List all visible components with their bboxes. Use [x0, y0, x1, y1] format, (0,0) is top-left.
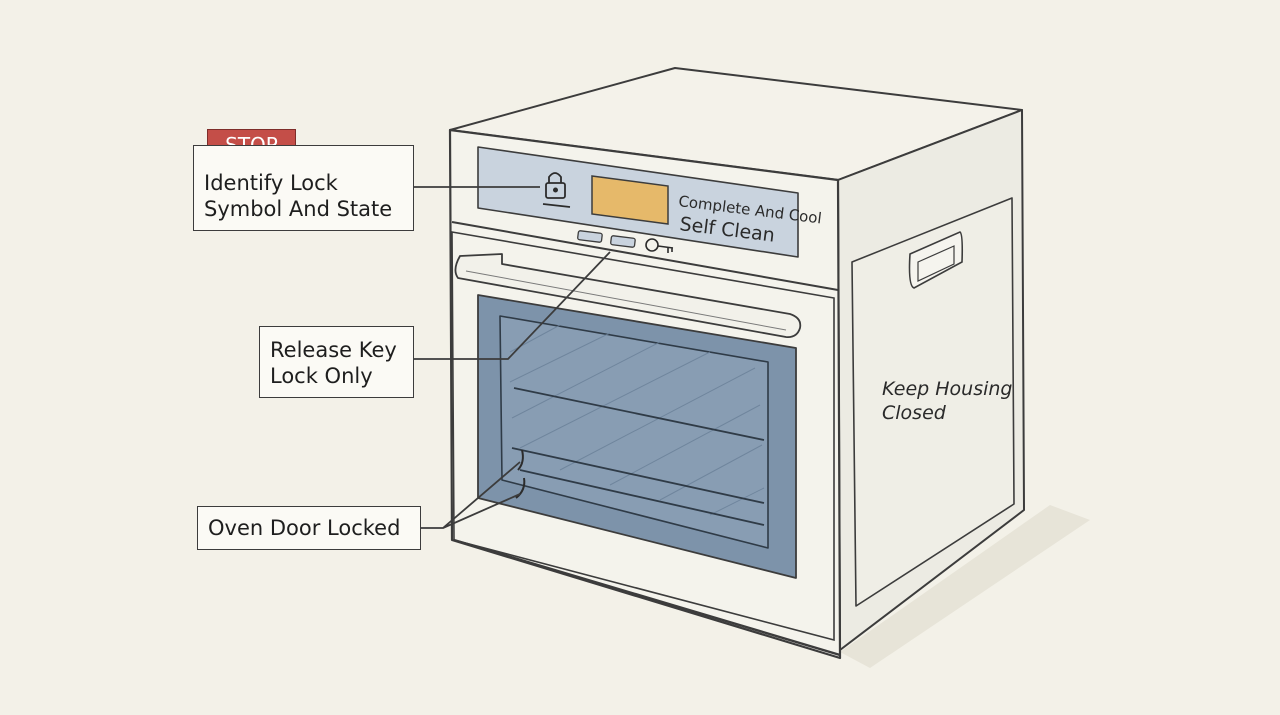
- handle-underline: [465, 270, 787, 331]
- callout-lock-symbol-line2: Symbol And State: [204, 197, 393, 221]
- side-handle: [908, 231, 964, 289]
- glass-hatching: [509, 324, 765, 516]
- door-latch: [515, 449, 526, 499]
- callout-release-key-line1: Release Key: [270, 338, 397, 362]
- callout-door-locked-text: Oven Door Locked: [208, 516, 401, 540]
- control-button-left: [577, 230, 603, 243]
- leader-line-release-key: [414, 251, 611, 360]
- callout-lock-symbol-line1: Identify Lock: [204, 171, 338, 195]
- side-note-line1: Keep Housing: [882, 378, 1013, 400]
- callout-release-key-line2: Lock Only: [270, 364, 373, 388]
- display-screen: [591, 175, 669, 225]
- floor-shadow: [840, 505, 1090, 668]
- side-handle-inner: [917, 245, 955, 282]
- callout-door-locked: Oven Door Locked: [197, 506, 421, 550]
- oven-base: [453, 538, 841, 657]
- callout-lock-symbol: Identify Lock Symbol And State: [193, 145, 414, 231]
- door-frame: [451, 231, 835, 642]
- side-panel: [851, 197, 1015, 607]
- callout-release-key: Release Key Lock Only: [259, 326, 414, 398]
- control-door-divider: [451, 221, 839, 291]
- key-icon: [645, 238, 674, 253]
- lock-icon: [542, 172, 571, 208]
- control-button-right: [610, 235, 636, 248]
- leader-line-door-locked: [421, 461, 521, 529]
- oven-racks: [511, 387, 765, 526]
- side-note-line2: Closed: [882, 402, 947, 424]
